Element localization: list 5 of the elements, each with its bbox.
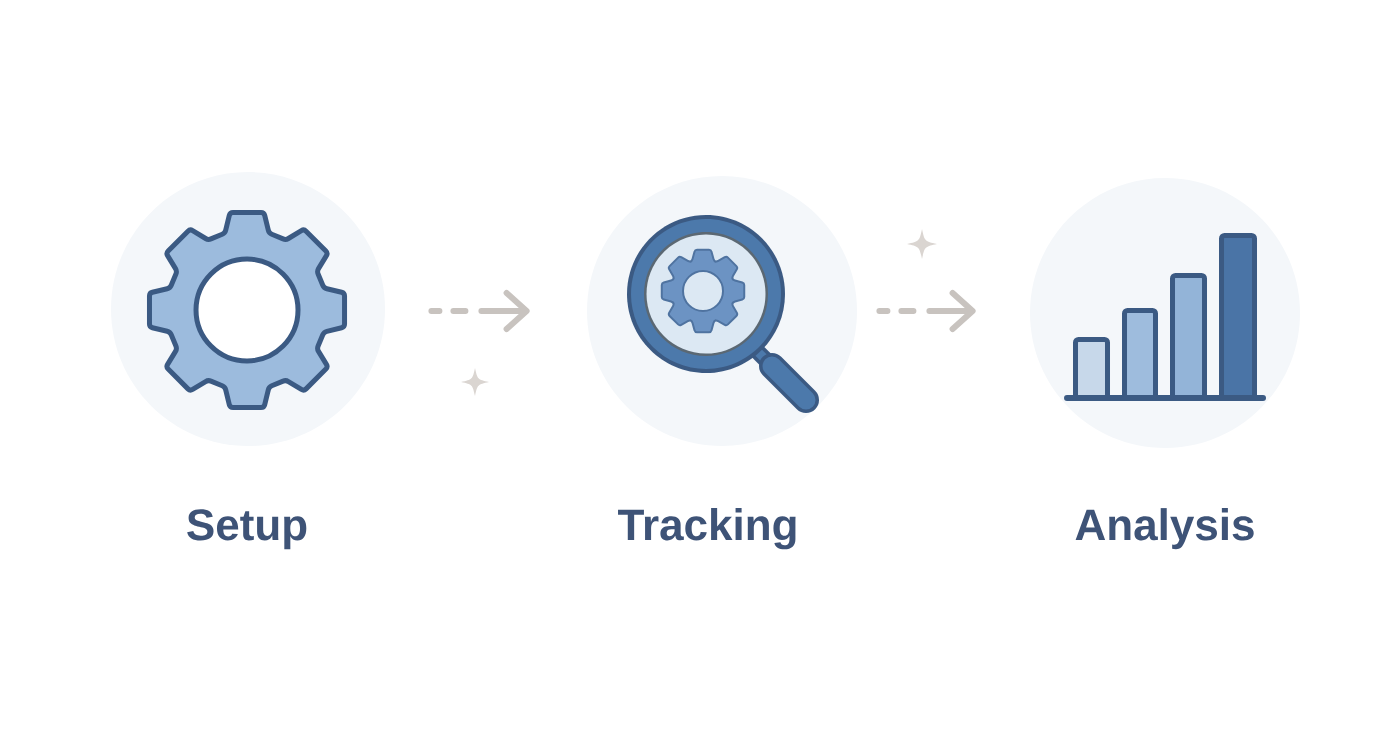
dashed-arrow: [428, 290, 530, 332]
dashed-arrow: [876, 290, 976, 332]
step-label: Analysis: [1075, 508, 1254, 550]
step-label: Tracking: [618, 508, 796, 550]
step-label: Setup: [187, 509, 307, 550]
